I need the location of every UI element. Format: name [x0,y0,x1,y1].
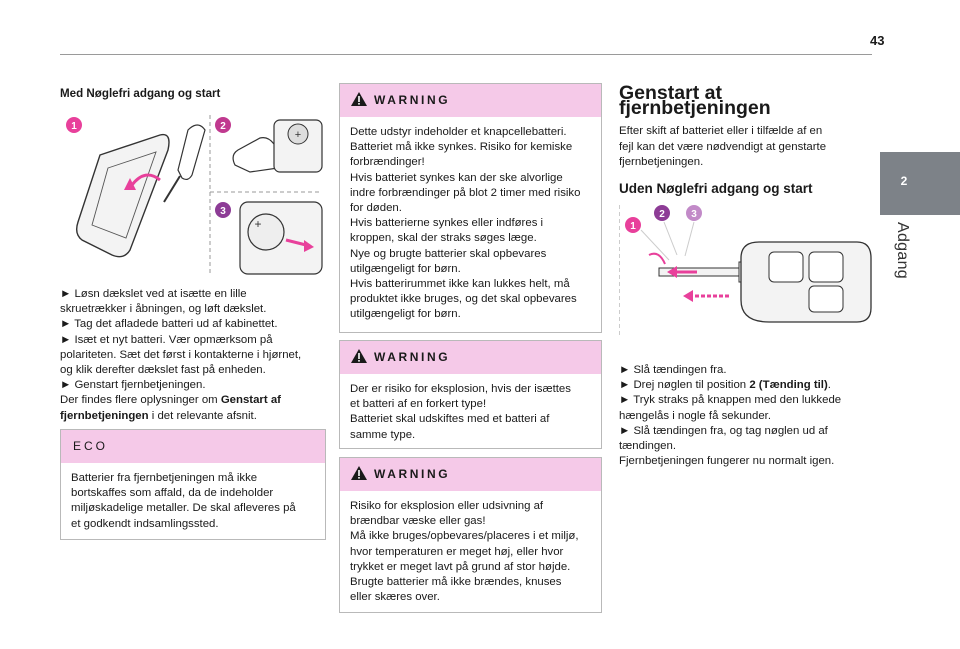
warning-box-3: WARNING Risiko for eksplosion eller udsi… [339,457,602,613]
warning-box-2: WARNING Der er risiko for eksplosion, hv… [339,340,602,449]
step-2-label: 2 [220,121,226,132]
chapter-tab[interactable]: 2 [880,152,960,215]
warning-line: Nye og brugte batterier skal opbevares [350,247,547,260]
step-1-badge [66,117,82,133]
warning-line: for døden. [350,202,402,215]
warning-line: Brugte batterier må ikke brændes, knuses [350,576,562,589]
section-title: Genstart at fjernbetjeningen [619,82,771,120]
intro-line: Efter skift af batteriet eller i tilfæld… [619,125,823,138]
instruction-line: polariteten. Sæt det først i kontakterne… [60,348,302,361]
step-3-label: 3 [220,206,226,217]
warning-line: Dette udstyr indeholder et knapcellebatt… [350,126,567,138]
step-1-badge [625,217,641,233]
warning-line: samme type. [350,428,416,441]
reference-link[interactable]: Genstart af [220,394,281,407]
instruction-line: Fjernbetjeningen fungerer nu normalt ige… [619,455,835,468]
instruction-line: ► Slå tændingen fra. [619,364,727,376]
step-1-label: 1 [71,121,77,132]
svg-text:+: + [254,217,261,231]
warning-line: forbrændinger! [350,156,425,169]
warning-icon [351,349,367,363]
reference-link[interactable]: fjernbetjeningen [60,409,149,422]
reference-line: fjernbetjeningen i det relevante afsnit. [60,409,257,422]
warning-line: brændbar væske eller gas! [350,515,486,528]
column-left: Med Nøglefri adgang og start [60,86,330,101]
warning-line: utilgængeligt for børn. [350,308,461,321]
eco-box: ECO Batterier fra fjernbetjeningen må ik… [60,429,326,540]
warning-line: Hvis batteriet synkes kan der ske alvorl… [350,171,563,184]
step-3-label: 3 [691,209,697,220]
instruction-line: ► Genstart fjernbetjeningen. [60,379,206,392]
eco-line: miljøskadelige metaller. De skal aflever… [71,502,296,515]
warning-line: hvor temperaturen er meget høj, eller hv… [350,545,564,558]
instruction-line: ► Løsn dækslet ved at isætte en lille [60,288,247,300]
ignition-position: 2 (Tænding til) [749,379,828,392]
step-3-badge [686,205,702,221]
instruction-line: hængelås i nogle få sekunder. [619,409,771,422]
warning-title: WARNING [374,93,451,107]
battery-replacement-figure: 1 2 3 + + [66,115,323,275]
warning-line: indre forbrændinger på blot 2 timer med … [350,186,581,199]
header-rule [60,54,872,55]
warning-line: produktet ikke bruges, og det skal opbev… [350,293,577,306]
section-heading: Med Nøglefri adgang og start [60,87,221,100]
instruction-line: skruetrækker i åbningen, og løft dækslet… [60,303,267,316]
intro-line: fejl kan det være nødvendigt at genstart… [619,140,827,153]
column-right: Genstart at fjernbetjeningen Efter skift… [619,82,874,197]
chapter-number: 2 [900,174,908,188]
instruction-line: ► Tag det afladede batteri ud af kabinet… [60,318,278,331]
page-number: 43 [870,33,885,48]
warning-line: Der er risiko for eksplosion, hvis der i… [350,383,571,395]
warning-line: et batteri af en forkert type! [350,398,487,411]
eco-line: Batterier fra fjernbetjeningen må ikke [71,472,258,484]
instruction-line: ► Isæt et nyt batteri. Vær opmærksom på [60,333,273,346]
step-2-badge [215,117,231,133]
eco-line: et godkendt indsamlingssted. [71,517,219,530]
warning-line: Batteriet skal udskiftes med et batteri … [350,413,550,426]
instructions-right: ► Slå tændingen fra. ► Drej nøglen til p… [619,363,874,469]
svg-text:+: + [295,129,301,141]
warning-line: Må ikke bruges/opbevares/placeres i et m… [350,530,579,543]
warning-icon [351,92,367,106]
subsection-heading: Uden Nøglefri adgang og start [619,181,813,197]
warning-box-1: WARNING Dette udstyr indeholder et knapc… [339,83,602,333]
eco-title: ECO [73,439,109,453]
chapter-label: Adgang [894,222,911,279]
key-ignition-figure: 1 2 3 [619,205,872,335]
warning-line: kroppen, skal der straks søges læge. [350,232,537,245]
step-1-label: 1 [630,221,636,232]
warning-icon [351,466,367,480]
warning-line: Risiko for eksplosion eller udsivning af [350,500,544,512]
warning-line: Hvis batterierne synkes eller indføres i [350,217,544,230]
instruction-line: ► Tryk straks på knappen med den lukkede [619,394,842,407]
warning-line: trykket er meget lavt på grund af stor h… [350,560,571,573]
eco-line: bortskaffes som affald, da de indeholder [71,487,274,500]
instructions-left: ► Løsn dækslet ved at isætte en lille sk… [60,287,335,424]
instruction-line: tændingen. [619,440,676,453]
warning-title: WARNING [374,350,451,364]
step-2-badge [654,205,670,221]
warning-line: Batteriet må ikke synkes. Risiko for kem… [350,141,573,154]
instruction-line: og klik derefter dækslet fast på enheden… [60,364,266,377]
intro-line: fjernbetjeningen. [619,155,704,168]
warning-line: utilgængeligt for børn. [350,262,461,275]
step-3-badge [215,202,231,218]
instruction-line: ► Drej nøglen til position 2 (Tænding ti… [619,379,831,392]
instruction-line: ► Slå tændingen fra, og tag nøglen ud af [619,424,828,437]
warning-title: WARNING [374,467,451,481]
warning-line: Hvis batterirummet ikke kan lukkes helt,… [350,278,570,291]
reference-line: Der findes flere oplysninger om Genstart… [60,394,281,407]
warning-line: eller skæres over. [350,591,440,604]
step-2-label: 2 [659,209,665,220]
